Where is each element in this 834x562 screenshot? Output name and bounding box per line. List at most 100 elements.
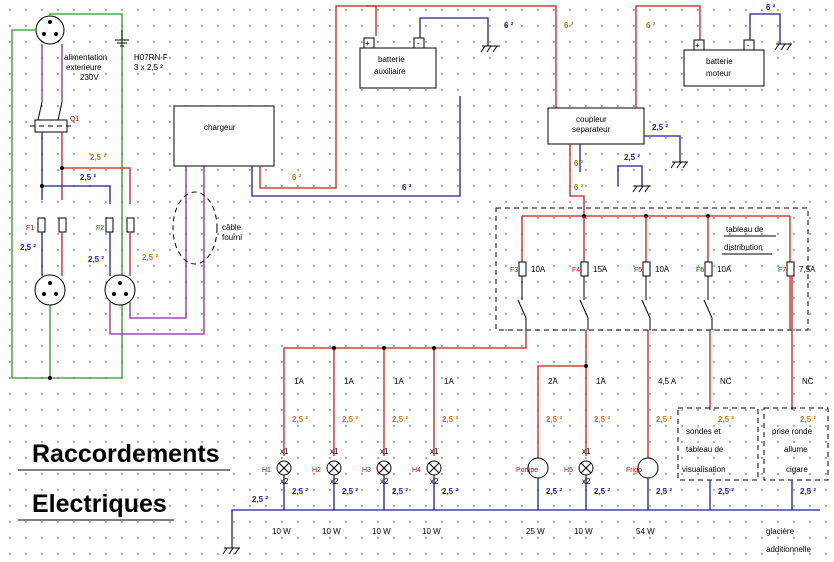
tableau-distribution-box <box>495 207 809 331</box>
f2-fuse <box>126 217 135 233</box>
tableau-label: tableau de <box>726 225 764 234</box>
junction-dot <box>40 184 44 188</box>
load-power-label: 10 W <box>322 527 341 536</box>
ground-icon <box>632 185 638 193</box>
wire-size-label: 6 ² <box>292 173 302 182</box>
junction-dot <box>584 364 588 368</box>
f2-label: F2 <box>96 225 104 232</box>
tableau-label: distribution <box>724 243 763 252</box>
load-fuse-rating: 1A <box>394 377 404 386</box>
f2-fuse <box>105 217 114 233</box>
coupler-ground-wire <box>644 135 681 162</box>
ground-icon <box>786 43 792 51</box>
socket-pin <box>54 292 58 296</box>
fuse-label: F4 <box>572 267 580 274</box>
junction-dot <box>332 346 336 350</box>
cable-fourni-marker <box>172 191 218 265</box>
wire-size-label: 2,5 ² <box>342 487 358 496</box>
pump-feed-wire <box>537 330 587 458</box>
q1-contact <box>57 101 63 121</box>
wire-size-label: 2,5 ² <box>800 415 816 424</box>
ground-icon <box>234 547 240 555</box>
wire-size-label: 2,5 ² <box>342 415 358 424</box>
distribution-ground-wire <box>617 165 643 186</box>
load-power-label: 10 W <box>372 527 391 536</box>
charger-positive-wire <box>259 5 377 189</box>
distribution-feed-wire <box>569 144 585 216</box>
fuse-rating: 15A <box>593 265 608 274</box>
chargeur-box <box>173 105 275 167</box>
sondes-label: tableau de <box>686 445 724 454</box>
wire-size-label: 2,5 ² <box>292 487 308 496</box>
fuse-label: F6 <box>696 267 704 274</box>
load-name-label: H3 <box>362 467 371 474</box>
wire-size-label: 6 ² <box>646 21 656 30</box>
terminal-label: x1 <box>380 447 389 456</box>
prise-label: prise ronde <box>772 427 813 436</box>
ground-icon <box>228 547 234 555</box>
load-power-label: 10 W <box>574 527 593 536</box>
socket-pin <box>118 281 122 285</box>
ground-icon <box>644 185 650 193</box>
chargeur-label: chargeur <box>204 123 236 132</box>
junction-dot <box>382 346 386 350</box>
wire-size-label: 2,5 ² <box>546 415 562 424</box>
socket-pin <box>42 292 46 296</box>
f1-fuse <box>37 217 46 233</box>
fuse-rating: 10A <box>531 265 546 274</box>
fuse-rating: 10A <box>655 265 670 274</box>
wire-size-label: 2,5 ² <box>142 253 158 262</box>
lamp-cross <box>328 462 340 474</box>
glaciere-label: glacière <box>766 527 795 536</box>
q1-contact <box>37 101 43 121</box>
earth-wire <box>11 13 123 379</box>
load-name-label: H2 <box>312 467 321 474</box>
terminal-label: x1 <box>280 447 289 456</box>
ground-icon <box>780 43 786 51</box>
q1-label: Q1 <box>70 116 79 123</box>
load-name-label: Frigo <box>626 467 642 474</box>
wire-size-label: 2,5 ² <box>80 173 96 182</box>
alimentation-label: alimentation <box>64 53 107 62</box>
neutral-return-wire <box>231 509 820 548</box>
fuse-f3 <box>518 261 527 277</box>
plus-sign-icon: + <box>365 39 370 48</box>
ground-icon <box>480 45 486 53</box>
mains-socket-2 <box>104 274 136 306</box>
distribution-panel: tableau de distribution <box>495 207 809 331</box>
fuse-f4 <box>580 261 589 277</box>
ground-icon <box>492 45 498 53</box>
ground-icon <box>676 161 682 169</box>
fuse-f6 <box>704 261 713 277</box>
coupleur-separateur <box>547 107 645 145</box>
wire-size-label: 2,5 ² <box>800 487 816 496</box>
battery-section: chargeur 6 ² 6 ² + - batterie auxiliaire… <box>173 3 792 216</box>
batterie-moteur <box>683 49 765 87</box>
wire-size-label: 2,5 ² <box>594 487 610 496</box>
lamp-cross <box>580 462 592 474</box>
fuse-f5 <box>642 261 651 277</box>
load-section: 2,5 ² sondes et tableau de visualisation… <box>222 276 829 555</box>
charger-cable <box>109 166 205 335</box>
terminal-label: x1 <box>330 447 339 456</box>
load-fuse-rating: 1A <box>596 377 606 386</box>
lamp-cross <box>428 462 440 474</box>
socket-pin <box>112 292 116 296</box>
load-fuse-rating: 4,5 A <box>658 377 677 386</box>
wire-size-label: 2,5 ² <box>442 415 458 424</box>
fuse-label: F7 <box>778 267 786 274</box>
switch-contact <box>517 299 527 319</box>
f1-fuse <box>58 217 67 233</box>
aux-positive-wire <box>366 5 557 108</box>
prise-label: cigare <box>786 465 808 474</box>
live-wire <box>62 167 131 204</box>
wire-size-label: 2,5 ² <box>252 495 268 504</box>
load-fuse-rating: 1A <box>444 377 454 386</box>
wire-size-label: 2,5 ² <box>624 153 640 162</box>
junction-dot <box>60 166 64 170</box>
ground-icon <box>486 45 492 53</box>
cable-type-label: H07RN-F <box>134 53 168 62</box>
